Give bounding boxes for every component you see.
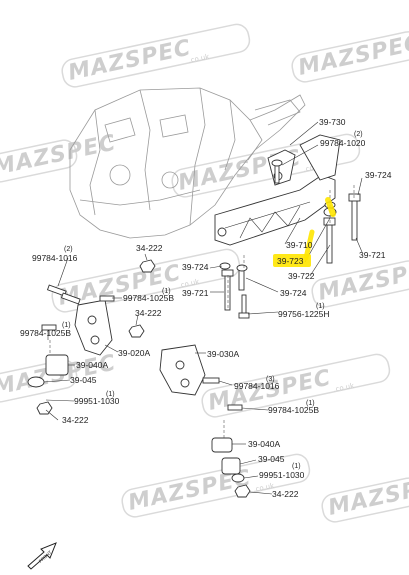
label-39-045-bottom: 39-045 [258, 454, 285, 464]
callout-labels: 39-730 (2) 99784-1020 39-724 39-710 39-7… [20, 117, 392, 499]
label-99784-1025b-top: 99784-1025B [123, 293, 174, 303]
label-99951-1030-bottom: 99951-1030 [259, 470, 305, 480]
label-39-723: 39-723 [277, 256, 304, 266]
bolt-99784-1025b-top [99, 295, 115, 302]
label-34-222-top: 34-222 [136, 243, 163, 253]
bolt-99784-1025b-bottom [227, 404, 243, 411]
washer-99951-1030-bottom [231, 473, 245, 483]
label-99951-1030-left-qty: (1) [106, 391, 115, 398]
bolt-99784-1025b-left [41, 324, 57, 331]
label-39-045-left: 39-045 [70, 375, 97, 385]
label-99784-1016-top: 99784-1016 [32, 253, 78, 263]
bolt-99784-1020 [271, 159, 283, 184]
watermark-text: MAZSPEC [0, 130, 119, 180]
label-99784-1016-top-qty: (2) [64, 246, 73, 253]
crossmember-39-710 [214, 134, 341, 246]
watermark-text: MAZSPEC [66, 35, 193, 85]
watermark-text: MAZSPEC [56, 260, 183, 310]
label-99784-1020-qty: (2) [354, 131, 363, 138]
watermark-text: MAZSPEC [296, 30, 409, 80]
mount-rubber-39-040a-bottom [211, 437, 233, 453]
nut-34-222-mid [128, 324, 145, 338]
label-99784-1020: 99784-1020 [320, 138, 366, 148]
label-39-020a: 39-020A [118, 348, 150, 358]
nut-34-222-top [139, 259, 156, 273]
stopper-39-045-bottom [221, 457, 241, 475]
washer-39-724-mid [219, 262, 231, 270]
watermark-text: MAZSPEC [326, 470, 409, 520]
watermark-site: .co.uk [333, 381, 356, 393]
engine-bracket-39-030a [159, 344, 206, 396]
engine-transmission-outline [69, 87, 306, 239]
bolt-39-724-lower [236, 264, 248, 291]
bolt-99756-1225h [238, 294, 250, 319]
label-99784-1025b-left: 99784-1025B [20, 328, 71, 338]
label-39-724-right: 39-724 [365, 170, 392, 180]
label-39-721-mid: 39-721 [182, 288, 209, 298]
label-99951-1030-left: 99951-1030 [74, 396, 120, 406]
label-39-724-lower: 39-724 [280, 288, 307, 298]
label-99784-1025b-bottom-qty: (1) [306, 400, 315, 407]
nut-34-222-left [36, 401, 53, 415]
label-39-724-mid: 39-724 [182, 262, 209, 272]
label-99756-1225h: 99756-1225H [278, 309, 330, 319]
label-39-722: 39-722 [288, 271, 315, 281]
watermark-group: MAZSPEC.co.uk MAZSPEC MAZSPEC MAZSPEC.co… [0, 23, 409, 523]
bolt-99784-1016-top [46, 284, 81, 305]
highlight-stroke [303, 229, 315, 261]
highlight-marks [273, 197, 336, 267]
label-99784-1016-bottom-qty: (3) [266, 376, 275, 383]
engine-bracket-39-020a [74, 299, 113, 356]
label-99951-1030-bottom-qty: (1) [292, 463, 301, 470]
highlight-label-bg [273, 254, 311, 267]
bolt-99784-1016-bottom [202, 377, 220, 384]
front-direction-arrow-icon: FRONT [27, 542, 57, 570]
label-39-710: 39-710 [286, 240, 313, 250]
label-99784-1025b-top-qty: (1) [162, 288, 171, 295]
label-39-030a: 39-030A [207, 349, 239, 359]
crossmember-bolt-hole [217, 227, 227, 237]
highlight-stroke [325, 197, 336, 217]
nut-34-222-bottom [234, 484, 251, 498]
label-99784-1025b-bottom: 99784-1025B [268, 405, 319, 415]
label-99784-1025b-left-qty: (1) [62, 322, 71, 329]
label-39-730: 39-730 [319, 117, 346, 127]
bolt-39-722 [323, 217, 336, 264]
label-39-721-right: 39-721 [359, 250, 386, 260]
label-34-222-bottom: 34-222 [272, 489, 299, 499]
stopper-39-045-left [27, 376, 45, 388]
label-34-222-mid: 34-222 [135, 308, 162, 318]
label-39-040a-bottom: 39-040A [248, 439, 280, 449]
mount-rubber-39-040a-left [45, 354, 69, 376]
bolt-39-721-right [348, 193, 361, 241]
label-39-040a-left: 39-040A [76, 360, 108, 370]
label-99784-1016-bottom: 99784-1016 [234, 381, 280, 391]
label-99756-1225h-qty: (1) [316, 303, 325, 310]
label-34-222-left: 34-222 [62, 415, 89, 425]
bolt-39-721-mid [221, 269, 234, 311]
